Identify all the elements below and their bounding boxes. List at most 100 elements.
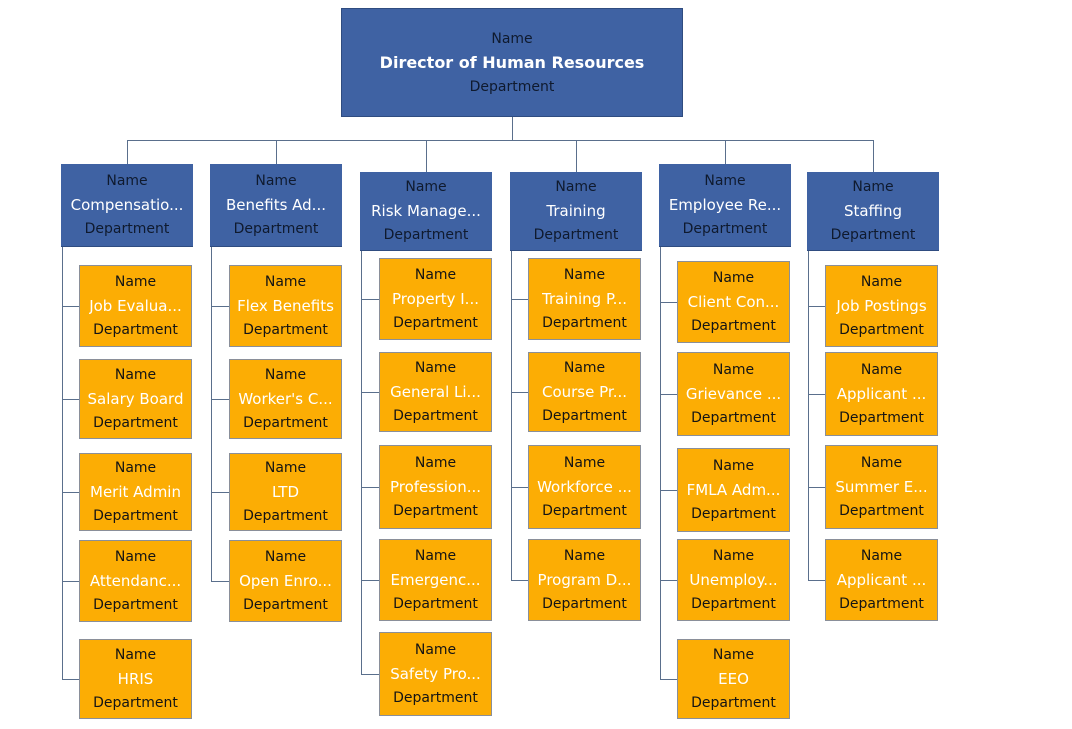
node-name: Name <box>712 270 755 286</box>
node-department: Department <box>691 596 776 612</box>
node-department: Department <box>393 315 478 331</box>
connector-branch <box>361 580 379 581</box>
connector-branch <box>808 306 825 307</box>
node-title: Job Postings <box>836 297 927 315</box>
connector-spine <box>660 247 661 679</box>
node-title: Training <box>546 202 606 220</box>
node-department: Department <box>533 227 619 243</box>
node-title: Staffing <box>843 202 903 220</box>
node-department: Department <box>691 695 776 711</box>
connector-branch <box>361 674 379 675</box>
node-title: Property I... <box>392 290 479 308</box>
node-name: Name <box>114 367 157 383</box>
connector-spine <box>511 251 512 580</box>
node-name: Name <box>563 548 606 564</box>
node-department: Department <box>682 221 768 237</box>
node-title: FMLA Adm... <box>686 481 781 499</box>
node-department: Department <box>243 322 328 338</box>
node-title: Risk Manage... <box>371 202 481 220</box>
node-department: Department <box>383 227 469 243</box>
node-title: Training P... <box>542 290 627 308</box>
node-department: Department <box>839 322 924 338</box>
node-name: Name <box>563 360 606 376</box>
node-name: Name <box>555 179 597 195</box>
connector-bus <box>127 140 874 141</box>
connector-branch <box>62 679 79 680</box>
node-name: Name <box>712 458 755 474</box>
node-name: Name <box>114 549 157 565</box>
node-department: Department <box>93 695 178 711</box>
connector-drop <box>725 140 726 164</box>
connector-branch <box>62 492 79 493</box>
node-name: Name <box>860 455 903 471</box>
node-name: Name <box>264 367 307 383</box>
node-title: Safety Pro... <box>390 665 481 683</box>
node-department: Department <box>469 78 555 95</box>
connector-branch <box>211 581 229 582</box>
connector-branch <box>808 580 825 581</box>
connector-branch <box>211 399 229 400</box>
node-title: Employee Re... <box>668 196 782 214</box>
connector-branch <box>62 306 79 307</box>
node-department: Department <box>839 410 924 426</box>
node-title: Program D... <box>537 571 632 589</box>
connector-branch <box>511 580 528 581</box>
node-name: Name <box>414 548 457 564</box>
node-title: Flex Benefits <box>237 297 334 315</box>
connector-branch <box>511 487 528 488</box>
node-title: HRIS <box>117 670 154 688</box>
node-department: Department <box>393 408 478 424</box>
director-node[interactable]: Name Director of Human Resources Departm… <box>341 8 683 117</box>
connector-branch <box>361 299 379 300</box>
node-name: Name <box>114 647 157 663</box>
connector-branch <box>211 492 229 493</box>
node-name: Name <box>414 455 457 471</box>
node-title: Job Evalua... <box>89 297 182 315</box>
node-title: Profession... <box>389 478 482 496</box>
node-title: Emergenc... <box>390 571 481 589</box>
connector-drop <box>873 140 874 172</box>
node-title: Director of Human Resources <box>379 52 645 72</box>
node-title: Grievance ... <box>685 385 782 403</box>
node-title: Workforce ... <box>537 478 632 496</box>
node-title: Unemploy... <box>689 571 778 589</box>
node-title: EEO <box>718 670 749 688</box>
node-name: Name <box>106 173 148 189</box>
node-title: Compensatio... <box>70 196 184 214</box>
connector-branch <box>660 490 677 491</box>
